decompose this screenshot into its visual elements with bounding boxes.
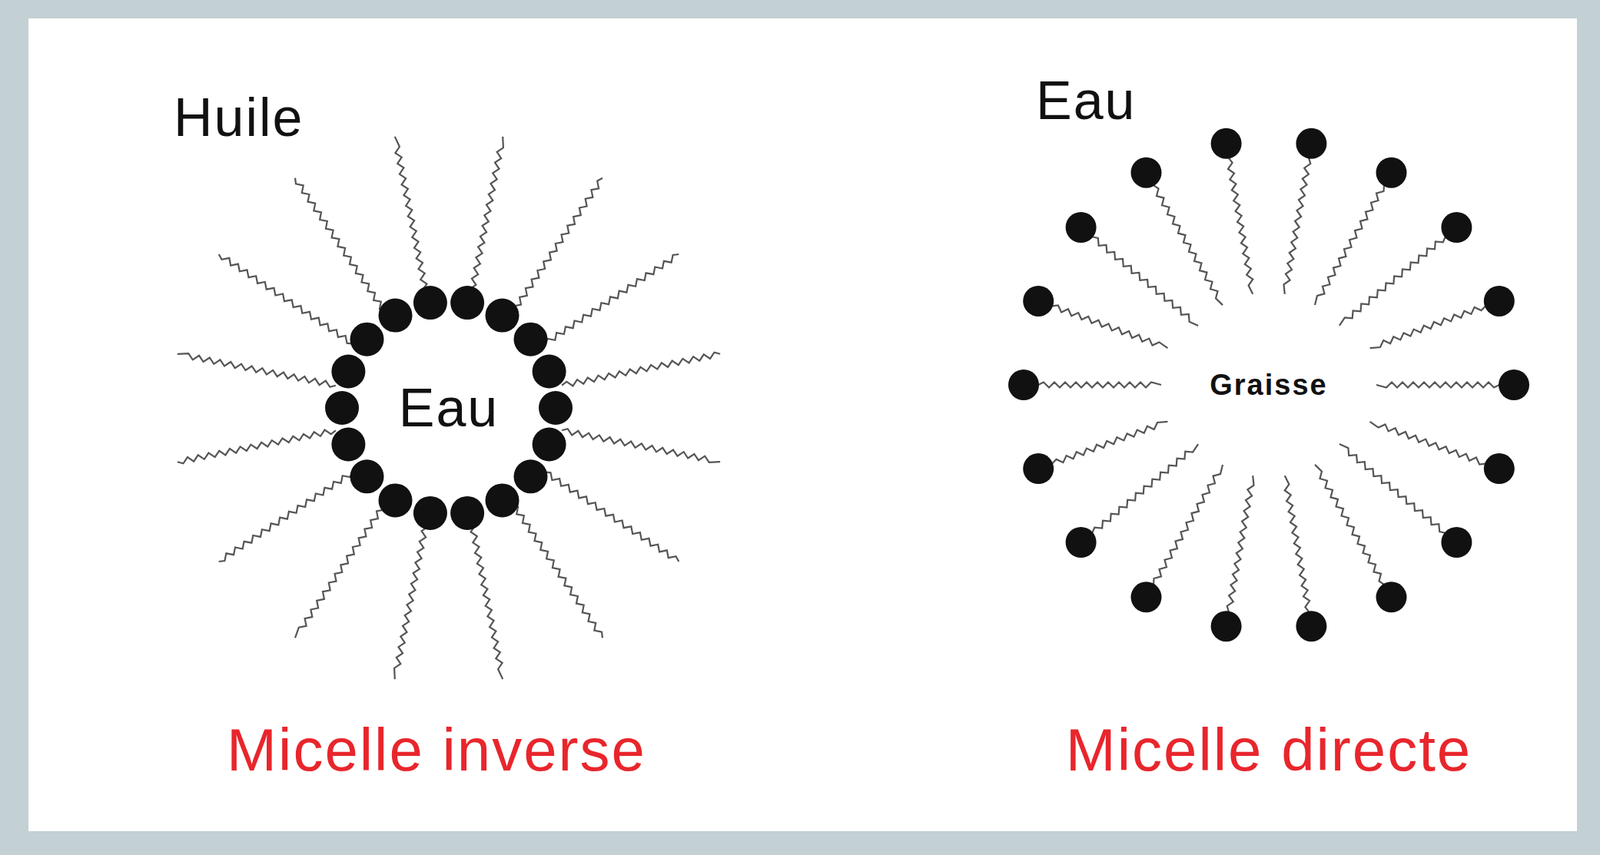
polar-head: [1022, 453, 1054, 485]
hydrophobic-tail: [469, 136, 504, 296]
polar-head: [1440, 212, 1472, 243]
hydrophobic-tail: [471, 521, 504, 680]
hydrophobic-tail: [395, 136, 428, 296]
polar-head: [331, 428, 366, 462]
polar-head: [331, 355, 366, 389]
hydrophobic-tail: [1370, 421, 1486, 465]
hydrophobic-tail: [1339, 236, 1446, 326]
hydrophobic-tail: [1052, 305, 1168, 349]
polar-head: [1211, 610, 1242, 642]
hydrophobic-tail: [1228, 158, 1253, 295]
polar-head: [538, 391, 573, 425]
hydrophobic-tail: [219, 254, 354, 345]
polar-head: [1022, 285, 1054, 317]
polar-head: [485, 298, 520, 333]
polar-head: [532, 355, 567, 389]
hydrophobic-tail: [1153, 464, 1223, 585]
hydrophobic-tail: [1370, 305, 1486, 349]
hydrophobic-tail: [544, 254, 680, 345]
core-label: Graisse: [1209, 370, 1328, 400]
polar-head: [1211, 128, 1242, 160]
polar-head: [532, 428, 567, 462]
polar-head: [1376, 581, 1408, 613]
hydrophobic-tail: [1153, 185, 1223, 306]
hydrophobic-tail: [512, 178, 603, 313]
hydrophobic-tail: [394, 521, 429, 680]
polar-head: [350, 459, 385, 494]
hydrophobic-tail: [177, 430, 336, 465]
polar-head: [1498, 369, 1530, 401]
polar-head: [450, 285, 485, 320]
hydrophobic-tail: [295, 504, 386, 639]
hydrophobic-tail: [219, 471, 354, 562]
hydrophobic-tail: [561, 352, 721, 387]
polar-head: [1440, 527, 1472, 558]
hydrophobic-tail: [1339, 444, 1446, 534]
micelle-title: Micelle directe: [1065, 720, 1473, 781]
hydrophobic-tail: [1314, 185, 1385, 306]
polar-head: [1131, 157, 1162, 189]
hydrophobic-tail: [1227, 475, 1255, 612]
hydrophobic-tail: [544, 471, 680, 562]
polar-head: [325, 391, 359, 425]
polar-head: [413, 285, 448, 320]
polar-head: [1483, 453, 1515, 485]
polar-head: [378, 483, 413, 518]
medium-label: Eau: [1035, 73, 1137, 128]
hydrophobic-tail: [1314, 464, 1385, 585]
hydrophobic-tail: [1038, 382, 1162, 389]
polar-head: [485, 483, 520, 518]
micelle-title: Micelle inverse: [226, 720, 647, 781]
polar-head: [514, 322, 548, 357]
polar-head: [378, 298, 413, 333]
polar-head: [1065, 212, 1097, 243]
hydrophobic-tail: [1376, 382, 1500, 389]
hydrophobic-tail: [512, 504, 603, 639]
hydrophobic-tail: [1092, 444, 1199, 534]
polar-head: [450, 496, 485, 531]
hydrophobic-tail: [561, 428, 721, 463]
medium-label: Huile: [173, 90, 305, 145]
polar-head: [1483, 285, 1515, 317]
polar-head: [1376, 157, 1408, 189]
polar-head: [1131, 581, 1162, 613]
polar-head: [413, 496, 448, 531]
hydrophobic-tail: [177, 353, 336, 388]
hydrophobic-tail: [1284, 158, 1312, 295]
hydrophobic-tail: [1092, 236, 1199, 326]
polar-head: [514, 459, 548, 494]
polar-head: [1008, 369, 1040, 401]
hydrophobic-tail: [1052, 421, 1168, 465]
hydrophobic-tail: [295, 178, 386, 313]
polar-head: [1065, 527, 1097, 558]
polar-head: [1295, 610, 1327, 642]
polar-head: [350, 322, 385, 357]
polar-head: [1295, 128, 1327, 160]
core-label: Eau: [398, 381, 500, 435]
hydrophobic-tail: [1284, 475, 1310, 612]
